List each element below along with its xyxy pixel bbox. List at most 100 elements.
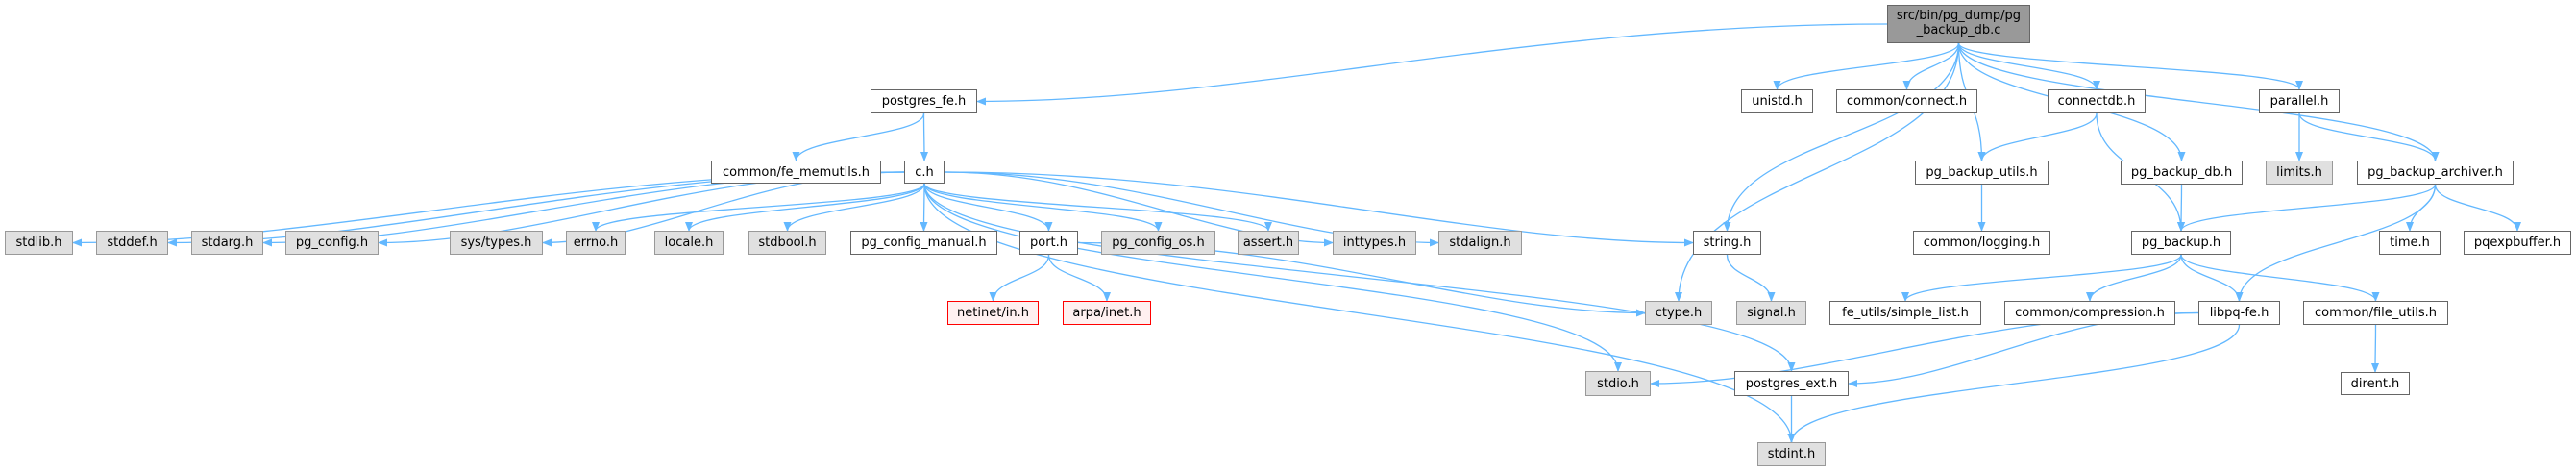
- edge-parallel-to-pg_backup_archiver: [2298, 112, 2440, 161]
- node-port[interactable]: port.h: [1019, 231, 1078, 255]
- node-errno[interactable]: errno.h: [566, 231, 626, 255]
- node-stdlib[interactable]: stdlib.h: [5, 231, 73, 255]
- node-label: errno.h: [573, 236, 619, 250]
- node-label: locale.h: [664, 236, 714, 250]
- node-label: signal.h: [1747, 306, 1796, 320]
- node-pg-config[interactable]: pg_config.h: [285, 231, 379, 255]
- node-label: time.h: [2390, 236, 2430, 250]
- node-signal[interactable]: signal.h: [1736, 301, 1806, 325]
- node-pg-backup-db[interactable]: pg_backup_db.h: [2121, 161, 2243, 185]
- node-label: pg_config_os.h: [1112, 236, 1205, 250]
- edge-c_h-to-postgres_ext: [923, 183, 1796, 372]
- node-sys-types[interactable]: sys/types.h: [450, 231, 543, 255]
- node-locale[interactable]: locale.h: [654, 231, 724, 255]
- edge-root-to-common_connect: [1902, 42, 1960, 90]
- node-ctype[interactable]: ctype.h: [1645, 301, 1712, 325]
- edge-root-to-parallel: [1957, 42, 2303, 90]
- node-label: stdarg.h: [201, 236, 254, 250]
- node-dirent[interactable]: dirent.h: [2341, 372, 2410, 395]
- node-pg-config-os[interactable]: pg_config_os.h: [1101, 231, 1215, 255]
- node-parallel[interactable]: parallel.h: [2259, 89, 2340, 113]
- edge-pg_backup_archiver-to-pqexpbuffer: [2434, 184, 2521, 232]
- node-label: parallel.h: [2269, 94, 2329, 109]
- node-common-logging[interactable]: common/logging.h: [1913, 231, 2050, 255]
- edge-pg_backup-to-simple_list: [1901, 254, 2182, 302]
- node-pg-config-manual[interactable]: pg_config_manual.h: [850, 231, 997, 255]
- node-label: postgres_ext.h: [1745, 376, 1838, 391]
- node-label: fe_utils/simple_list.h: [1842, 306, 1969, 320]
- node-label: ctype.h: [1655, 306, 1703, 320]
- node-label: assert.h: [1242, 236, 1294, 250]
- edge-c_h-to-stdio: [923, 183, 1622, 372]
- node-label: postgres_fe.h: [881, 94, 967, 109]
- node-label: inttypes.h: [1342, 236, 1407, 250]
- node-fe-memutils[interactable]: common/fe_memutils.h: [711, 161, 881, 184]
- edge-c_h-to-pg_config_manual: [920, 183, 928, 232]
- node-label: stdalign.h: [1449, 236, 1511, 250]
- node-pqexpbuffer[interactable]: pqexpbuffer.h: [2464, 231, 2571, 255]
- node-stdalign[interactable]: stdalign.h: [1438, 231, 1522, 255]
- edge-libpq_fe-to-stdint: [1787, 324, 2241, 443]
- node-stdarg[interactable]: stdarg.h: [191, 231, 263, 255]
- node-label: unistd.h: [1752, 94, 1803, 109]
- node-stddef[interactable]: stddef.h: [96, 231, 168, 255]
- edge-connectdb-to-pg_backup_utils: [1977, 112, 2098, 161]
- edge-c_h-to-string: [944, 171, 1694, 247]
- node-common-connect[interactable]: common/connect.h: [1836, 89, 1977, 113]
- node-stdio[interactable]: stdio.h: [1585, 371, 1651, 396]
- edge-pg_backup-to-file_utils: [2180, 254, 2380, 302]
- node-netinet-in[interactable]: netinet/in.h: [947, 301, 1039, 325]
- node-limits[interactable]: limits.h: [2266, 161, 2333, 185]
- edge-root-to-unistd: [1773, 42, 1960, 90]
- edge-root-to-pg_backup_archiver: [1957, 42, 2440, 161]
- node-pg-backup-utils[interactable]: pg_backup_utils.h: [1915, 161, 2049, 185]
- node-label: dirent.h: [2350, 376, 2400, 391]
- node-label: netinet/in.h: [957, 306, 1029, 320]
- node-label: common/logging.h: [1923, 236, 2041, 250]
- edge-c_h-to-pg_config_os: [923, 183, 1163, 232]
- node-time[interactable]: time.h: [2379, 231, 2441, 255]
- edge-root-to-postgres_fe: [976, 23, 1888, 106]
- node-postgres-ext[interactable]: postgres_ext.h: [1734, 371, 1849, 396]
- node-label: port.h: [1029, 236, 1068, 250]
- node-label: common/compression.h: [2015, 306, 2165, 320]
- node-string[interactable]: string.h: [1693, 231, 1761, 255]
- node-simple-list[interactable]: fe_utils/simple_list.h: [1829, 301, 1981, 325]
- edge-postgres_fe-to-c_h: [920, 112, 928, 161]
- node-label: stdlib.h: [15, 236, 62, 250]
- node-compression[interactable]: common/compression.h: [2004, 301, 2175, 325]
- node-assert[interactable]: assert.h: [1238, 231, 1299, 255]
- node-file-utils[interactable]: common/file_utils.h: [2303, 301, 2448, 325]
- node-inttypes[interactable]: inttypes.h: [1333, 231, 1416, 255]
- edge-port-to-arpa_inet: [1047, 254, 1111, 302]
- node-pg-backup[interactable]: pg_backup.h: [2131, 231, 2231, 255]
- edge-c_h-to-errno: [592, 183, 925, 232]
- node-label: stdint.h: [1767, 447, 1816, 461]
- edge-c_h-to-stdbool: [783, 183, 925, 232]
- node-stdint[interactable]: stdint.h: [1757, 442, 1826, 466]
- node-postgres-fe[interactable]: postgres_fe.h: [871, 89, 977, 113]
- node-label: common/connect.h: [1846, 94, 1968, 109]
- node-c-h[interactable]: c.h: [904, 161, 945, 184]
- node-pg-backup-archiver[interactable]: pg_backup_archiver.h: [2357, 161, 2514, 185]
- node-label: pg_backup.h: [2141, 236, 2221, 250]
- node-label: string.h: [1703, 236, 1752, 250]
- node-connectdb[interactable]: connectdb.h: [2048, 89, 2146, 113]
- node-stdbool[interactable]: stdbool.h: [748, 231, 826, 255]
- node-label: libpq-fe.h: [2209, 306, 2269, 320]
- node-label: pg_config_manual.h: [861, 236, 987, 250]
- edge-root-to-string: [1723, 42, 1960, 232]
- node-root[interactable]: src/bin/pg_dump/pg_backup_db.c: [1887, 5, 2030, 43]
- node-arpa-inet[interactable]: arpa/inet.h: [1063, 301, 1151, 325]
- edge-pg_backup_archiver-to-pg_backup: [2177, 184, 2437, 232]
- node-unistd[interactable]: unistd.h: [1741, 89, 1813, 113]
- node-label: c.h: [915, 164, 934, 180]
- node-label: src/bin/pg_dump/pg_backup_db.c: [1896, 9, 2022, 37]
- node-libpq-fe[interactable]: libpq-fe.h: [2198, 301, 2280, 325]
- node-label: pg_backup_db.h: [2130, 165, 2233, 180]
- node-label: sys/types.h: [460, 236, 532, 250]
- node-label: common/file_utils.h: [2314, 306, 2437, 320]
- node-label: stddef.h: [107, 236, 158, 250]
- edge-root-to-connectdb: [1957, 42, 2100, 90]
- node-label: common/fe_memutils.h: [722, 164, 871, 180]
